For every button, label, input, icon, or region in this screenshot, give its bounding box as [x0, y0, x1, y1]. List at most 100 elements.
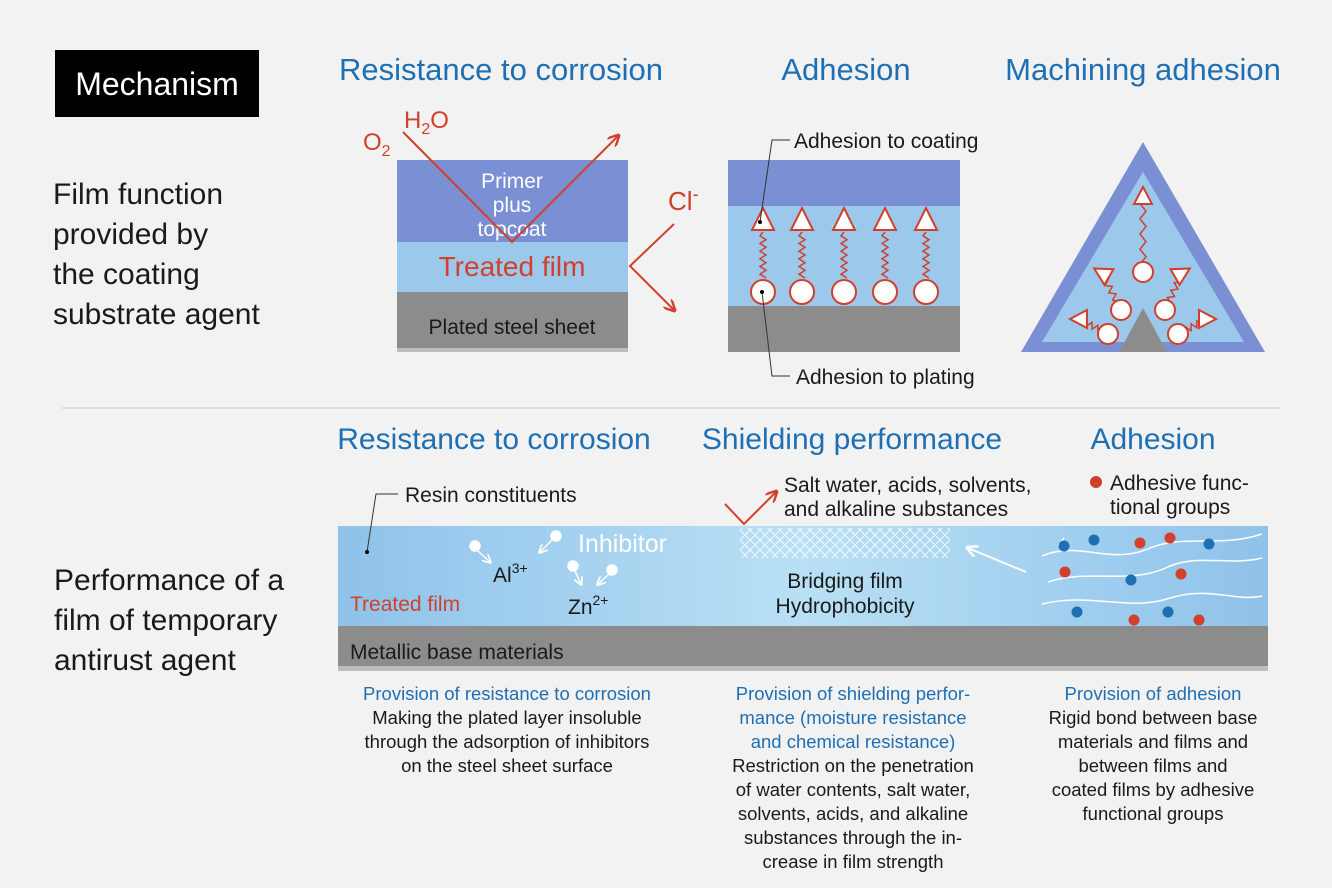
plating-anchor-circle — [1154, 299, 1176, 321]
h2o-label: H2O — [404, 107, 449, 138]
adhesive-group-legend-dot — [1090, 476, 1102, 488]
adhesion-to-plating-leader — [761, 291, 790, 377]
functional-group-dot — [1125, 574, 1137, 586]
heading-shielding-performance: Shielding performance — [702, 423, 1002, 456]
metallic-base-label: Metallic base materials — [350, 641, 564, 664]
desc-body: materials and films and — [1058, 731, 1248, 752]
bottom-row-label-line: antirust agent — [54, 644, 236, 677]
al-ion-label: Al3+ — [493, 560, 528, 587]
desc-title: and chemical resistance) — [751, 731, 956, 752]
desc-body: functional groups — [1083, 803, 1224, 824]
antirust-film-band: Resin constituents Inhibitor Al3+ Zn2+ T… — [338, 472, 1268, 671]
salt-deflection-arrow — [724, 492, 776, 526]
plating-anchor-circle — [789, 279, 815, 305]
coating-anchor-triangle — [831, 205, 857, 231]
molecule-chain — [797, 231, 807, 279]
top-row-label-line: substrate agent — [53, 298, 260, 331]
adhesion-panel: Adhesion to coating Adhesion to plating — [728, 130, 978, 389]
functional-group-dot — [1058, 540, 1070, 552]
treated-film-label-bottom: Treated film — [350, 593, 460, 616]
plated-steel-layer — [397, 292, 628, 352]
plating-anchor-circle — [872, 279, 898, 305]
hydrophobicity-label: Hydrophobicity — [776, 595, 915, 618]
desc-body: on the steel sheet surface — [401, 755, 613, 776]
plating-anchor-circle — [831, 279, 857, 305]
inhibitor-arrows — [469, 530, 618, 584]
desc-body: of water contents, salt water, — [736, 779, 970, 800]
o2-label: O2 — [363, 129, 391, 160]
resin-constituents-label: Resin constituents — [405, 484, 577, 507]
primer-label: plus — [493, 194, 532, 217]
desc-title: Provision of resistance to corrosion — [363, 683, 651, 704]
coating-anchor-triangle — [750, 205, 776, 231]
coating-layer — [728, 160, 960, 206]
desc-body: between films and — [1078, 755, 1227, 776]
functional-group-network — [1041, 533, 1263, 605]
adhesive-groups-label: Adhesive func- — [1110, 472, 1249, 495]
salt-water-label: Salt water, acids, solvents, — [784, 474, 1031, 497]
mesh-pattern — [740, 528, 950, 558]
plated-steel-label: Plated steel sheet — [429, 316, 596, 339]
desc-body: Restriction on the penetration — [732, 755, 974, 776]
functional-group-dot — [1162, 606, 1174, 618]
molecule-chain — [880, 231, 890, 279]
molecule-chain — [1139, 195, 1147, 273]
adhesion-to-plating-label: Adhesion to plating — [796, 366, 975, 389]
metallic-base-band — [338, 626, 1268, 668]
inner-film-triangle — [1042, 172, 1244, 342]
desc-body: coated films by adhesive — [1052, 779, 1255, 800]
plating-anchor-circle — [1097, 323, 1119, 345]
plating-anchor-circle — [1167, 323, 1189, 345]
mechanism-badge — [55, 50, 259, 117]
plating-anchor-circle — [913, 279, 939, 305]
heading-machining-adhesion: Machining adhesion — [1005, 52, 1281, 87]
zn-ion-label: Zn2+ — [568, 592, 608, 619]
coating-anchor-triangle — [789, 205, 815, 231]
salt-water-label: and alkaline substances — [784, 498, 1008, 521]
desc-adhesion: Provision of adhesion Rigid bond between… — [1049, 683, 1258, 824]
coating-anchor-triangle — [872, 205, 898, 231]
desc-body: through the adsorption of inhibitors — [365, 731, 650, 752]
desc-shielding: Provision of shielding perfor- mance (mo… — [732, 683, 974, 872]
desc-body: crease in film strength — [763, 851, 944, 872]
desc-body: solvents, acids, and alkaline — [738, 803, 968, 824]
plating-anchor-circle — [1110, 299, 1132, 321]
inhibitor-label: Inhibitor — [578, 530, 667, 558]
heading-adhesion-top: Adhesion — [781, 52, 910, 87]
chloride-deflection-arrow — [628, 223, 674, 310]
desc-title: mance (moisture resistance — [739, 707, 966, 728]
heading-resistance-corrosion-bottom: Resistance to corrosion — [337, 423, 650, 456]
desc-body: Making the plated layer insoluble — [372, 707, 641, 728]
corrosion-panel: Primer plus topcoat Treated film Plated … — [363, 107, 699, 352]
machining-adhesion-panel — [1021, 142, 1265, 352]
primer-label: topcoat — [478, 218, 547, 241]
cl-label: Cl- — [668, 184, 699, 216]
plating-anchor-circle — [1132, 261, 1154, 283]
functional-group-dot — [1134, 537, 1146, 549]
adhesion-to-coating-label: Adhesion to coating — [794, 130, 978, 153]
coating-anchor-triangle — [1132, 184, 1154, 205]
mechanism-badge-label: Mechanism — [75, 66, 239, 102]
coating-anchor-triangle — [1092, 267, 1116, 287]
treated-film-layer — [397, 242, 628, 292]
desc-title: Provision of adhesion — [1065, 683, 1242, 704]
corrosion-deflection-arrow — [402, 131, 618, 244]
top-row-label-line: Film function — [53, 178, 223, 211]
adhesive-groups-label: tional groups — [1110, 496, 1230, 519]
coating-anchor-triangle — [1198, 308, 1219, 330]
top-row-label: Film function provided by the coating su… — [53, 178, 260, 331]
heading-resistance-corrosion-top: Resistance to corrosion — [339, 52, 663, 87]
bottom-row-label-line: film of temporary — [54, 604, 277, 637]
coating-anchor-triangle — [913, 205, 939, 231]
primer-layer — [397, 160, 628, 242]
functional-group-dot — [1175, 568, 1187, 580]
functional-group-dot — [1088, 534, 1100, 546]
functional-group-dot — [1193, 614, 1205, 626]
plating-layer — [728, 306, 960, 352]
functional-group-dot — [1071, 606, 1083, 618]
top-row-label-line: provided by — [53, 218, 208, 251]
desc-body: substances through the in- — [744, 827, 962, 848]
molecule-chain — [921, 231, 931, 279]
desc-corrosion: Provision of resistance to corrosion Mak… — [363, 683, 651, 776]
